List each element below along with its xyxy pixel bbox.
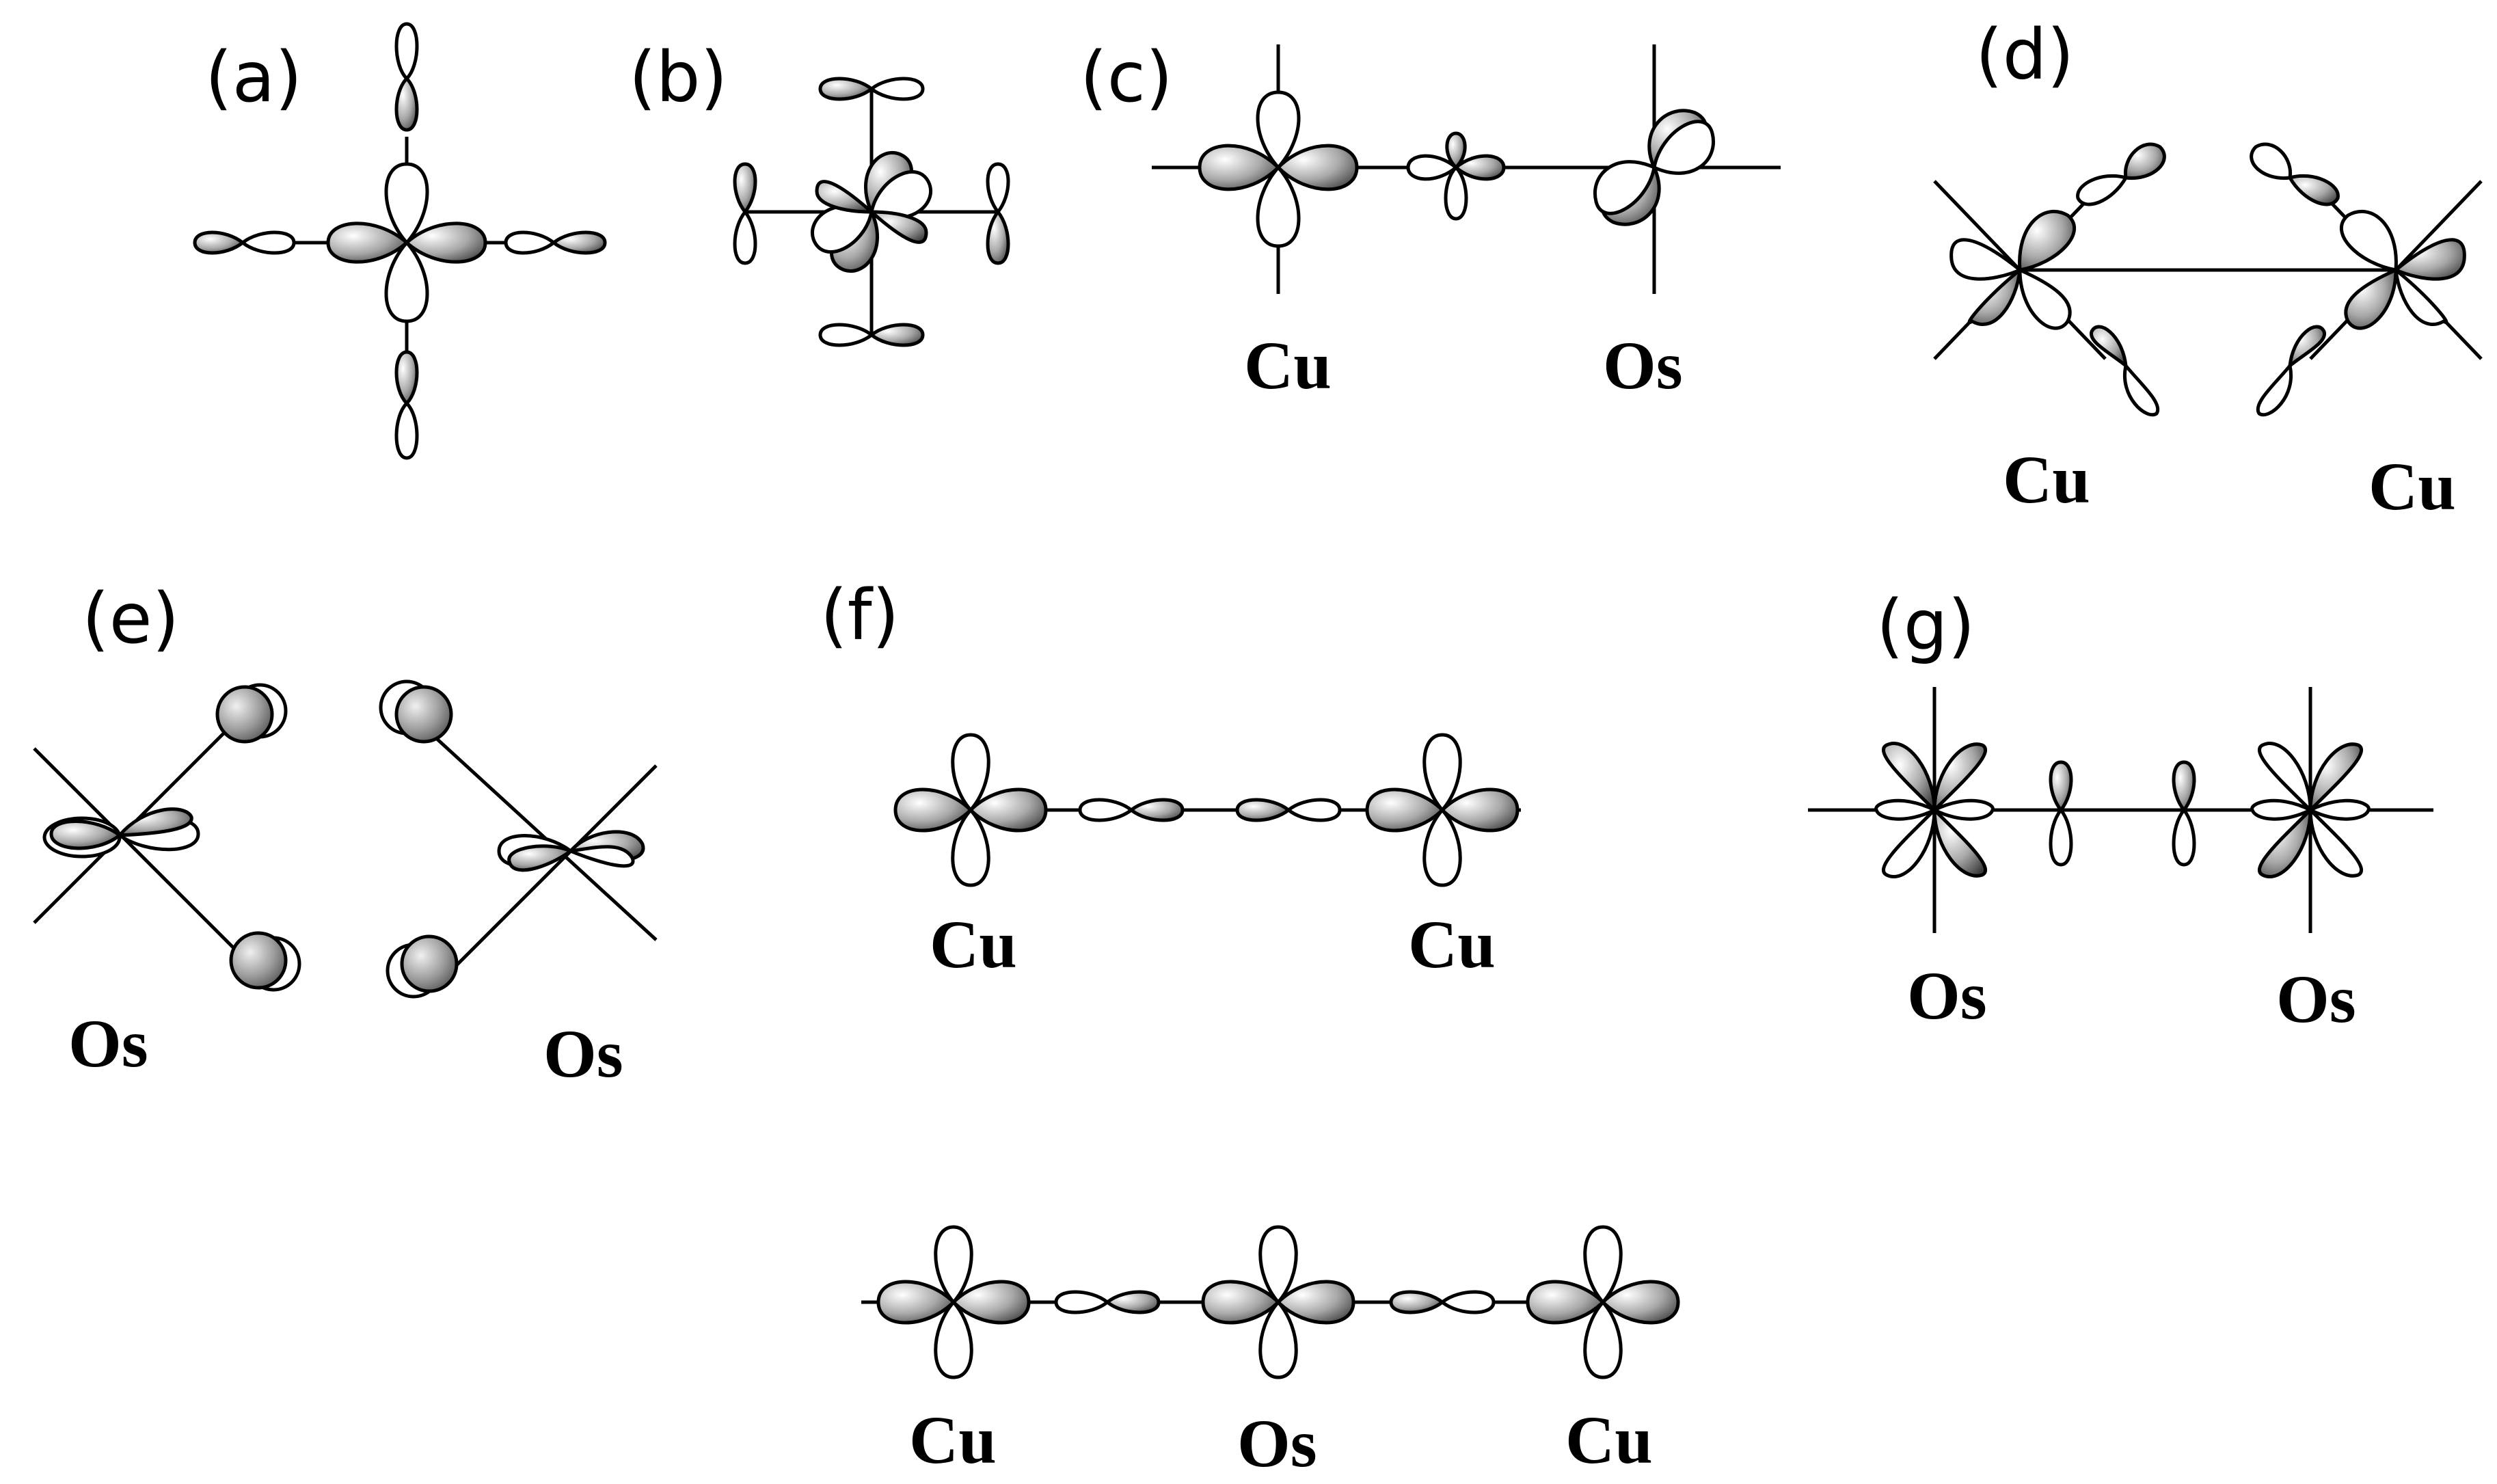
panel-d-orbitals [1933,142,2483,417]
atom-label-chain-2: Os [1237,1405,1317,1481]
atom-label-d-1: Cu [2003,442,2090,517]
atom-label-c-1: Cu [1244,327,1332,403]
panel-label-c: (c) [1080,37,1173,118]
panel-a-orbitals [193,22,607,460]
panel-label-b: (b) [629,37,727,118]
atom-label-g-1: Os [1907,958,1987,1034]
atom-label-e-2: Os [543,1016,623,1092]
panel-label-f: (f) [820,575,900,656]
atom-label-e-1: Os [68,1006,148,1081]
panel-c-orbitals [1152,44,1781,294]
panel-g-orbitals [1808,687,2433,933]
panel-b-orbitals [733,77,1010,347]
atom-label-f-2: Cu [1408,906,1496,982]
panel-d: (d) Cu Cu [1933,14,2483,524]
atom-label-g-2: Os [2276,961,2356,1037]
panel-f-orbitals [893,733,1521,887]
atom-label-d-2: Cu [2368,448,2456,524]
panel-f: (f) Cu Cu [820,575,1521,982]
panel-label-d: (d) [1975,14,2074,96]
panel-label-e: (e) [82,578,179,660]
atom-label-f-1: Cu [930,906,1017,982]
atom-label-chain-1: Cu [909,1402,997,1478]
panel-c: (c) Cu Os [1080,37,1781,403]
panel-label-a: (a) [205,37,302,118]
panel-label-g: (g) [1876,585,1975,666]
panel-g: (g) Os Os [1808,585,2433,1037]
panel-chain-orbitals [861,1225,1680,1379]
atom-label-c-2: Os [1603,327,1683,403]
panel-a: (a) [193,22,607,460]
panel-chain: Cu Os Cu [861,1225,1680,1481]
panel-b: (b) [629,37,1010,347]
panel-e: (e) Os Os [33,578,658,1092]
atom-label-chain-3: Cu [1565,1402,1653,1478]
panel-e-orbitals [33,679,658,999]
